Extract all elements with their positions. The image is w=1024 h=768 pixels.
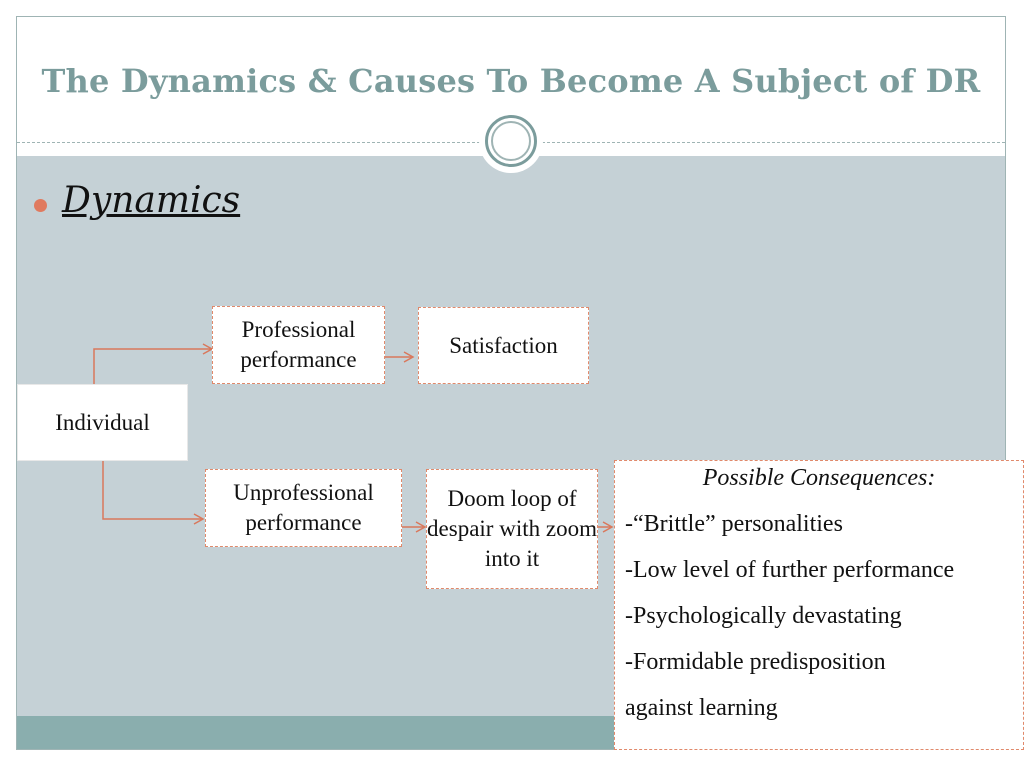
unprofessional-performance-node: Unprofessional performance: [205, 469, 402, 547]
individual-node: Individual: [17, 384, 188, 461]
doom-loop-node: Doom loop of despair with zoom into it: [426, 469, 598, 589]
ornament-inner-ring: [491, 121, 531, 161]
bullet-heading: Dynamics: [62, 180, 241, 221]
consequence-item: -“Brittle” personalities: [625, 511, 843, 537]
arrow-individual-to-unprofessional: [102, 461, 205, 525]
bullet-icon: [34, 199, 47, 212]
arrow-individual-to-professional: [93, 343, 214, 384]
consequences-box: Possible Consequences: -“Brittle” person…: [614, 460, 1024, 750]
consequence-item: -Low level of further performance: [625, 557, 955, 583]
satisfaction-node: Satisfaction: [418, 307, 589, 384]
consequence-item: -Formidable predisposition: [625, 649, 886, 675]
consequences-heading: Possible Consequences:: [702, 465, 936, 491]
slide-title: The Dynamics & Causes To Become A Subjec…: [41, 62, 981, 100]
professional-performance-node: Professional performance: [212, 306, 385, 384]
consequence-item: against learning: [625, 695, 778, 721]
consequence-item: -Psychologically devastating: [625, 603, 902, 629]
